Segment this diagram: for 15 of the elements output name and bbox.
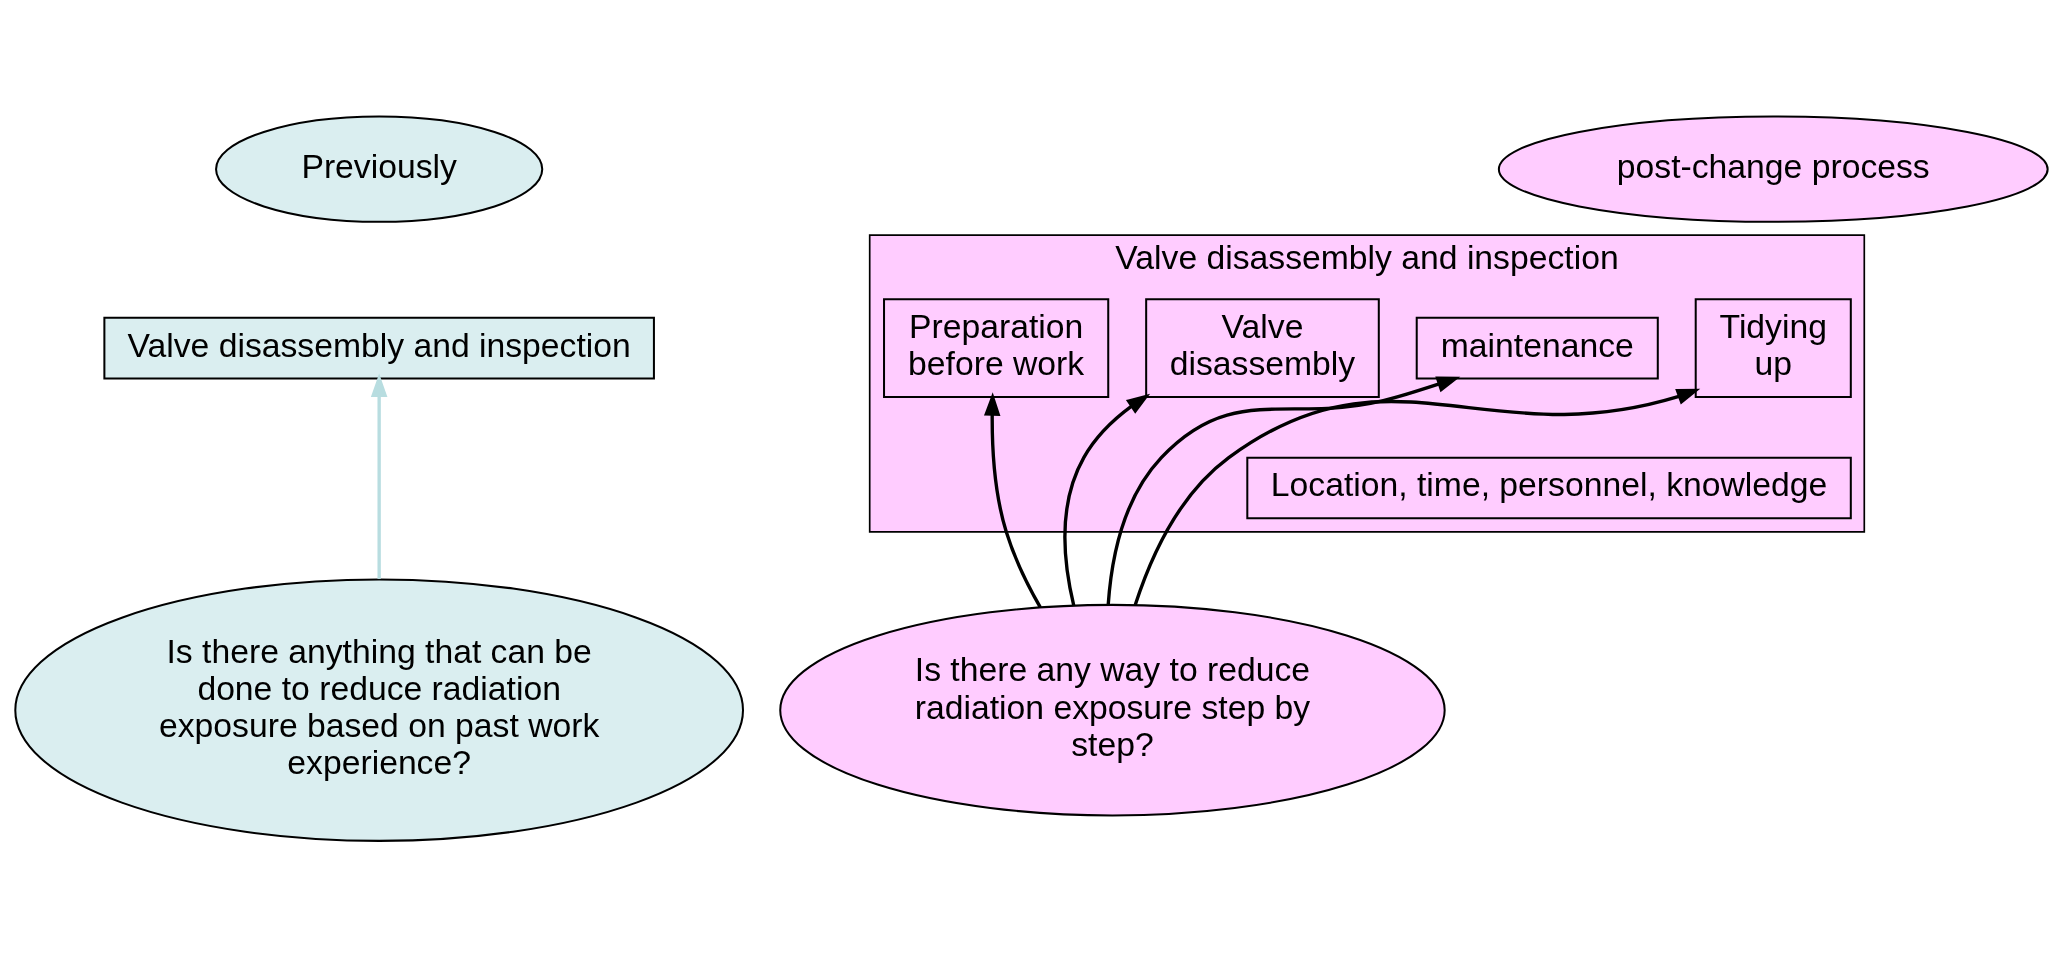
node-box: maintenance: [1415, 316, 1659, 379]
arrow: [1133, 388, 1701, 606]
node-box: Preparation before work: [883, 297, 1110, 398]
arrow: [1106, 375, 1461, 605]
node-ellipse: Is there any way to reduce radiation exposure step by step?: [779, 603, 1446, 816]
arrow: [1063, 393, 1151, 606]
node-box: Valve disassembly and inspection: [103, 316, 655, 379]
node-box: Tidying up: [1694, 297, 1852, 398]
node-ellipse: Is there anything that can be done to reduce radiation exposure based on past work experience?: [14, 577, 744, 842]
node-box: Location, time, personnel, knowledge: [1246, 456, 1852, 519]
node-ellipse: Previously: [215, 115, 544, 223]
node-box: Valve disassembly: [1145, 297, 1380, 398]
arrow: [983, 391, 1042, 608]
node-ellipse: post-change process: [1497, 115, 2049, 223]
arrow: [370, 372, 388, 579]
